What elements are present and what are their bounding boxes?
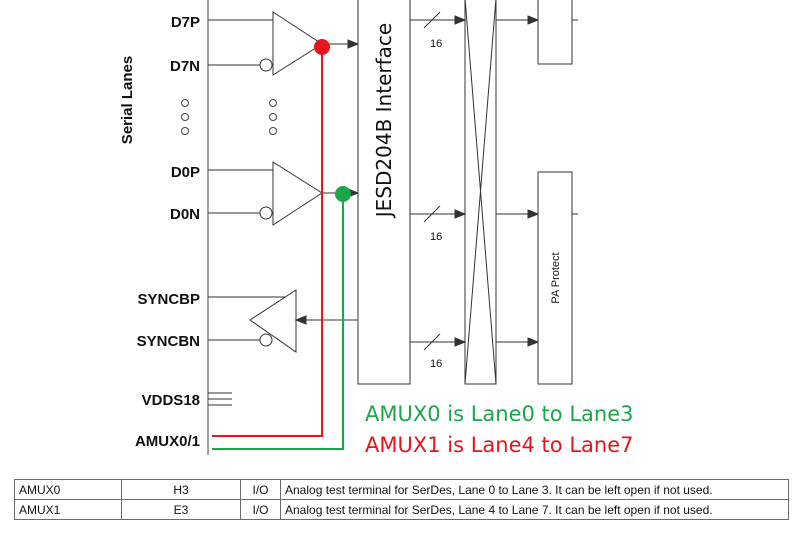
pin-type-cell: I/O — [240, 499, 281, 520]
pa-protect-label: PA Protect — [550, 252, 562, 303]
vdds18-symbol — [208, 392, 232, 406]
pin-name-cell: AMUX0 — [14, 479, 122, 500]
ellipsis-dots-left — [181, 99, 189, 135]
pin-label-syncbp: SYNCBP — [137, 291, 200, 308]
pin-label-d7n: D7N — [170, 58, 200, 75]
pin-ball-cell: H3 — [121, 479, 241, 500]
table-row: AMUX0 H3 I/O Analog test terminal for Se… — [14, 479, 789, 500]
pin-description-cell: Analog test terminal for SerDes, Lane 4 … — [280, 499, 789, 520]
pin-label-syncbn: SYNCBN — [137, 333, 200, 350]
block-diagram: Serial Lanes D7P D7N D0P D0N SYNCBP SYNC… — [119, 0, 633, 457]
table-row: AMUX1 E3 I/O Analog test terminal for Se… — [14, 499, 789, 520]
ellipsis-dots-right — [269, 99, 277, 135]
pin-label-d0p: D0P — [171, 164, 200, 181]
pin-label-amux: AMUX0/1 — [135, 433, 200, 450]
pa-protect-block — [537, 171, 573, 385]
pin-type-cell: I/O — [240, 479, 281, 500]
amux1-trace-red — [212, 47, 323, 437]
d7-receiver — [208, 11, 360, 76]
bus-width-mid: 16 — [430, 231, 442, 243]
crossbar-block — [464, 0, 497, 385]
bus-slashes — [423, 11, 441, 351]
annotation-amux1: AMUX1 is Lane4 to Lane7 — [365, 433, 633, 457]
pin-description-cell: Analog test terminal for SerDes, Lane 0 … — [280, 479, 789, 500]
output-stubs — [572, 19, 578, 215]
annotation-amux0: AMUX0 is Lane0 to Lane3 — [365, 402, 633, 426]
pin-ball-cell: E3 — [121, 499, 241, 520]
top-output-block — [537, 0, 573, 65]
pin-label-d0n: D0N — [170, 206, 200, 223]
bus-lines — [410, 15, 467, 347]
amux0-probe-point-green — [335, 186, 351, 202]
amux0-trace-green — [212, 194, 344, 450]
output-arrows — [496, 15, 540, 347]
serial-lanes-label: Serial Lanes — [119, 56, 136, 144]
pin-label-vdds18: VDDS18 — [142, 392, 200, 409]
syncb-driver — [208, 289, 358, 353]
jesd204b-interface-block — [357, 0, 411, 385]
pin-label-d7p: D7P — [171, 14, 200, 31]
pin-description-table: AMUX0 H3 I/O Analog test terminal for Se… — [14, 479, 789, 520]
pin-name-cell: AMUX1 — [14, 499, 122, 520]
jesd204b-interface-label: JESD204B Interface — [372, 23, 396, 219]
bus-width-top: 16 — [430, 38, 442, 50]
bus-width-bot: 16 — [430, 358, 442, 370]
amux1-probe-point-red — [314, 39, 330, 55]
